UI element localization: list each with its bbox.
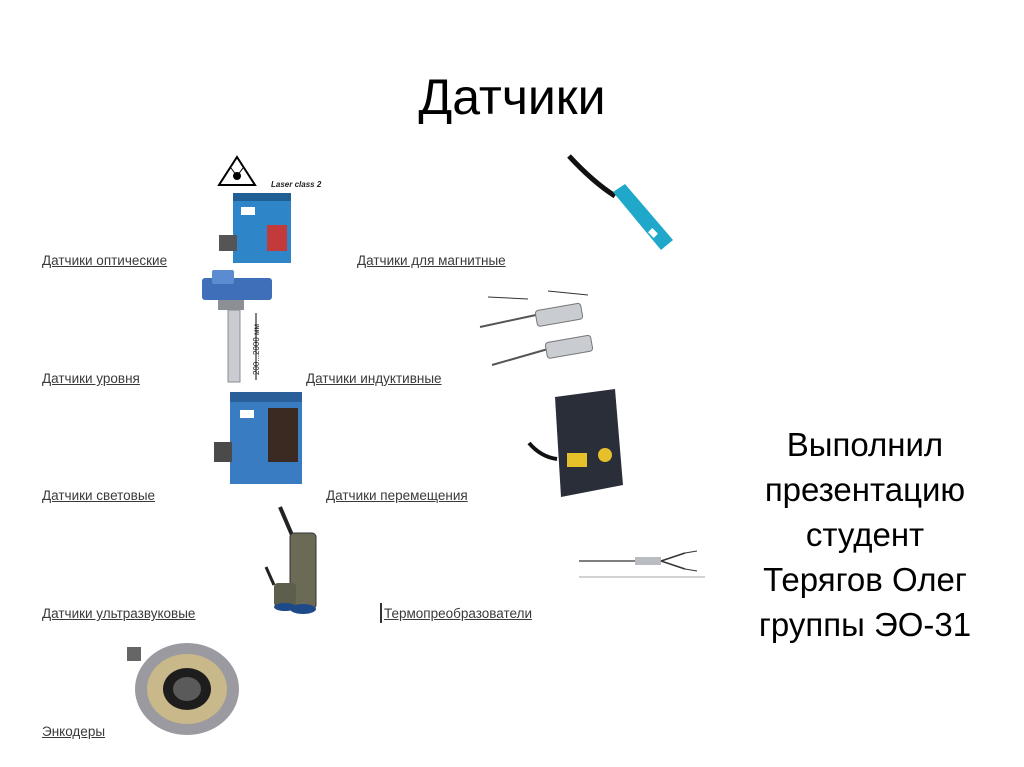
link-encoders[interactable]: Энкодеры (42, 724, 106, 739)
level-sensor-image (202, 270, 272, 383)
level-range-label: 200...2000 мм (252, 323, 261, 375)
slide-title: Датчики (418, 69, 606, 125)
laser-class-label: Laser class 2 (271, 180, 322, 189)
author-line: Терягов Олег (763, 561, 967, 598)
link-thermo-converters[interactable]: Термопреобразователи (384, 606, 533, 621)
link-light-sensors[interactable]: Датчики световые (42, 488, 156, 503)
author-line: студент (805, 516, 925, 553)
light-sensor-image (214, 392, 302, 484)
link-level-sensors[interactable]: Датчики уровня (42, 371, 140, 386)
ultrasonic-sensor-image (264, 506, 317, 614)
author-line: группы ЭО-31 (758, 606, 972, 643)
optical-sensor-image (217, 155, 291, 263)
author-line: презентацию (764, 471, 966, 508)
thermo-converter-image (579, 550, 705, 578)
displacement-sensor-image (527, 389, 623, 497)
link-ultrasonic-sensors[interactable]: Датчики ультразвуковые (42, 606, 196, 621)
link-inductive-sensors[interactable]: Датчики индуктивные (306, 371, 442, 386)
link-magnetic-sensors[interactable]: Датчики для магнитные (357, 253, 506, 268)
link-displacement-sensors[interactable]: Датчики перемещения (326, 488, 468, 503)
inductive-sensor-image (479, 290, 594, 366)
magnetic-sensor-image (567, 154, 673, 250)
author-info: Выполнил презентацию студент Терягов Оле… (720, 422, 1010, 647)
encoder-image (127, 643, 239, 735)
author-line: Выполнил (786, 426, 944, 463)
link-optical-sensors[interactable]: Датчики оптические (42, 253, 168, 268)
text-cursor (380, 603, 382, 623)
